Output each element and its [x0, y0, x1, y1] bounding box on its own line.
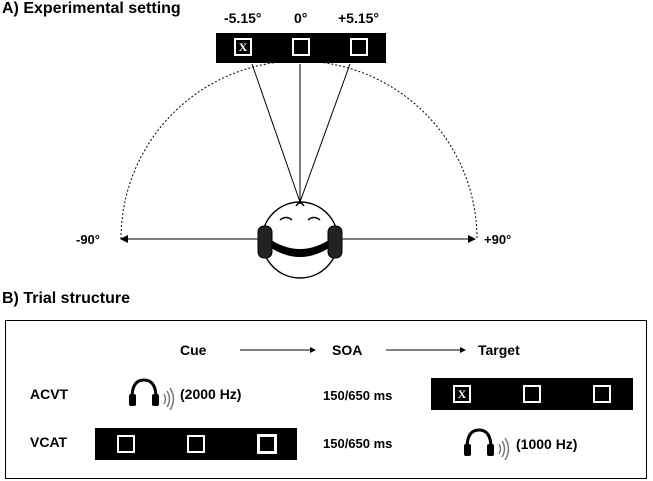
target-box-center	[523, 385, 541, 403]
target-display-acvt: X	[431, 378, 633, 410]
cue-box-right-highlighted	[257, 434, 277, 454]
box-right	[350, 38, 368, 56]
headphones-icon-target	[464, 428, 510, 460]
target-box-x: X	[453, 385, 471, 403]
extent-label-right: +90°	[484, 232, 512, 247]
target-box-left: X	[234, 38, 252, 56]
arrow-right	[468, 235, 476, 243]
arrow-left	[120, 235, 128, 243]
cue-display-vcat	[95, 428, 297, 460]
header-soa: SOA	[332, 342, 363, 358]
angle-label-right: +5.15°	[338, 10, 380, 26]
header-target: Target	[478, 342, 520, 358]
trial-structure-box	[5, 320, 647, 479]
extent-label-left: -90°	[76, 232, 100, 247]
sequence-arrows	[240, 347, 466, 353]
angle-label-center: 0°	[294, 10, 308, 26]
soa-acvt: 150/650 ms	[323, 388, 393, 403]
cue-box-center	[187, 435, 205, 453]
header-cue: Cue	[180, 342, 207, 358]
condition-acvt: ACVT	[30, 386, 69, 402]
cue-box-left	[117, 435, 135, 453]
panel-a-title: A) Experimental setting	[2, 0, 181, 17]
cue-frequency-acvt: (2000 Hz)	[180, 386, 242, 402]
line-of-sight-left	[251, 63, 301, 203]
condition-vcat: VCAT	[30, 434, 68, 450]
soa-vcat: 150/650 ms	[323, 436, 393, 451]
box-center	[292, 38, 310, 56]
azimuth-arc	[120, 60, 478, 240]
setting-diagram	[120, 60, 478, 279]
headphones-icon	[129, 378, 175, 410]
listener-head-icon	[257, 201, 343, 279]
display-monitor: X	[216, 33, 386, 63]
angle-label-left: -5.15°	[224, 10, 262, 26]
line-of-sight-right	[299, 63, 351, 203]
target-box-right	[593, 385, 611, 403]
target-frequency-vcat: (1000 Hz)	[516, 436, 578, 452]
panel-b-title: B) Trial structure	[2, 290, 131, 307]
